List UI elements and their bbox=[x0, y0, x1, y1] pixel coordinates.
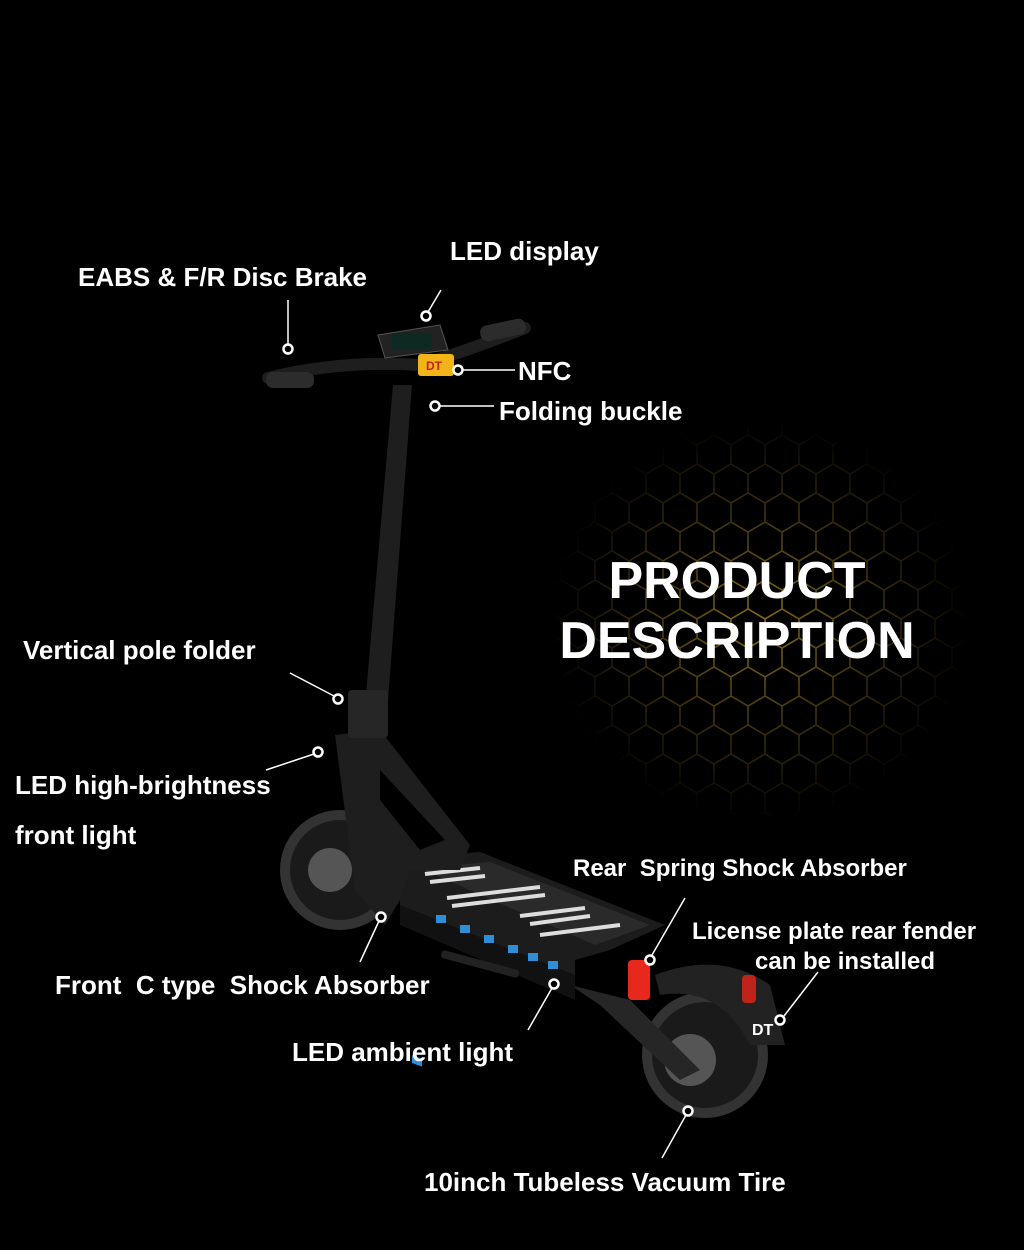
callout-dots bbox=[282, 310, 786, 1117]
right-grip bbox=[480, 318, 526, 342]
stem bbox=[362, 385, 412, 740]
rear-logo: DT bbox=[752, 1022, 774, 1039]
label-brake: EABS & F/R Disc Brake bbox=[78, 262, 367, 292]
label-front-light-1: LED high-brightness bbox=[15, 770, 271, 800]
label-ambient: LED ambient light bbox=[292, 1037, 513, 1067]
title-line-1: PRODUCT bbox=[608, 552, 866, 610]
ambient-led-strip bbox=[412, 915, 558, 1067]
svg-text:DT: DT bbox=[426, 359, 443, 373]
label-rear-spring: Rear Spring Shock Absorber bbox=[573, 855, 907, 882]
title-line-2: DESCRIPTION bbox=[559, 612, 915, 670]
label-led-display: LED display bbox=[450, 236, 599, 266]
label-folding-buckle: Folding buckle bbox=[499, 396, 683, 426]
label-license-2: can be installed bbox=[755, 948, 936, 975]
front-disc-brake bbox=[308, 848, 352, 892]
rear-spring bbox=[628, 960, 650, 1000]
label-nfc: NFC bbox=[518, 356, 572, 386]
kickstand bbox=[441, 950, 519, 978]
leader-lines bbox=[265, 289, 819, 1159]
rear-light bbox=[742, 975, 756, 1003]
pole-folder bbox=[348, 690, 388, 738]
label-front-shock: Front C type Shock Absorber bbox=[55, 970, 430, 1000]
label-pole-folder: Vertical pole folder bbox=[23, 635, 256, 665]
rear-swingarm bbox=[570, 985, 700, 1080]
nfc-tag bbox=[418, 354, 454, 376]
label-license-1: License plate rear fender bbox=[692, 918, 977, 945]
label-front-light-2: front light bbox=[15, 820, 137, 850]
left-grip bbox=[266, 372, 314, 388]
label-tire: 10inch Tubeless Vacuum Tire bbox=[424, 1167, 786, 1197]
honeycomb-background bbox=[540, 420, 980, 820]
